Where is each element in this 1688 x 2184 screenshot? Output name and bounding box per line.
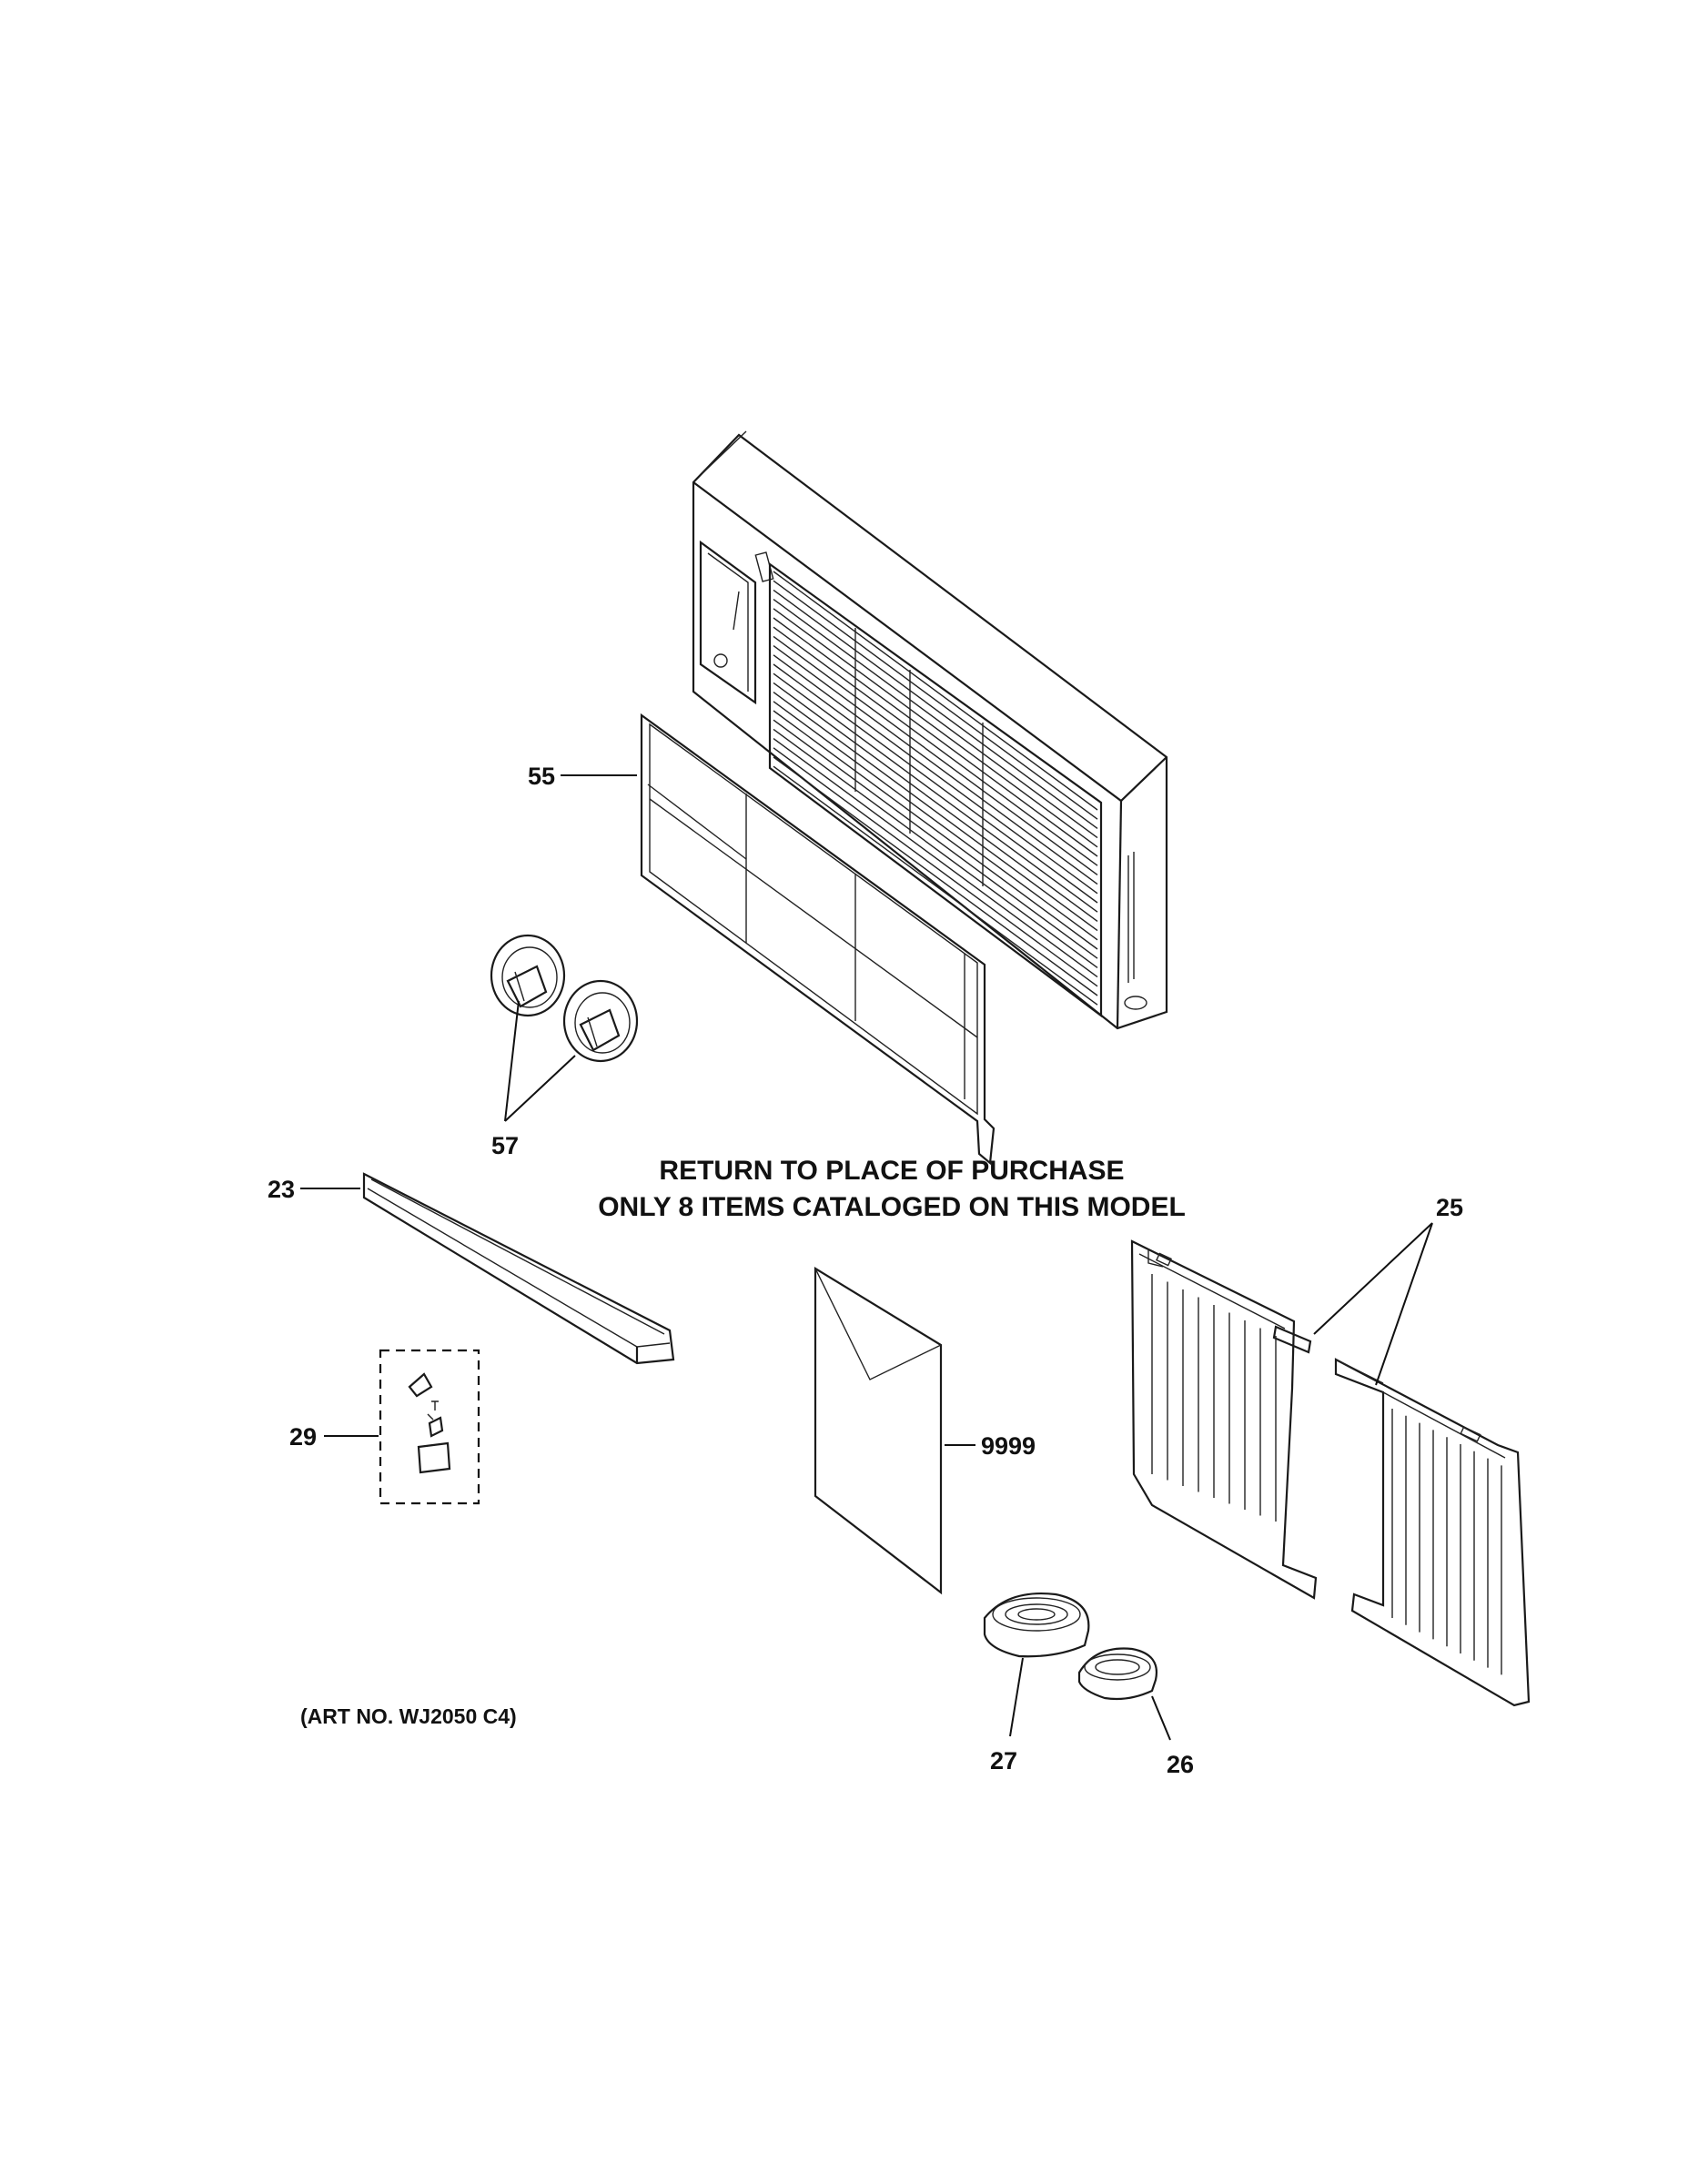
knob-lower (562, 979, 639, 1063)
control-knobs (490, 934, 639, 1063)
callout-23-label: 23 (268, 1176, 295, 1203)
curtain-slats-right (1391, 1409, 1502, 1675)
foam-seal-large (983, 1592, 1090, 1658)
front-grille-cabinet (692, 430, 1168, 1030)
foam-seal-small (1077, 1647, 1158, 1701)
knob-upper (490, 934, 566, 1017)
side-curtain-left (1130, 1239, 1318, 1600)
art-number: (ART NO. WJ2050 C4) (300, 1704, 517, 1728)
callout-57-label: 57 (491, 1132, 519, 1159)
callout-55-label: 55 (528, 763, 555, 790)
callout-27-label: 27 (990, 1747, 1017, 1774)
callout-25-leader (1313, 1222, 1433, 1386)
louver-slats (773, 571, 1098, 1006)
callout-25-label: 25 (1436, 1194, 1463, 1221)
callout-57-leader (504, 1000, 576, 1122)
hardware-kit (379, 1349, 480, 1505)
notice-line-2: ONLY 8 ITEMS CATALOGED ON THIS MODEL (598, 1192, 1186, 1222)
notice-line-1: RETURN TO PLACE OF PURCHASE (659, 1156, 1124, 1186)
callout-29-label: 29 (289, 1423, 317, 1451)
callout-26-leader (1151, 1695, 1171, 1741)
air-filter (640, 713, 996, 1166)
curtain-slats-left (1151, 1274, 1277, 1522)
side-curtain-right (1334, 1358, 1531, 1707)
callout-26-label: 26 (1167, 1751, 1194, 1778)
callout-27-leader (1009, 1657, 1024, 1737)
channel-rail (362, 1172, 675, 1365)
literature-envelope (814, 1267, 943, 1595)
callout-9999-label: 9999 (981, 1432, 1036, 1460)
